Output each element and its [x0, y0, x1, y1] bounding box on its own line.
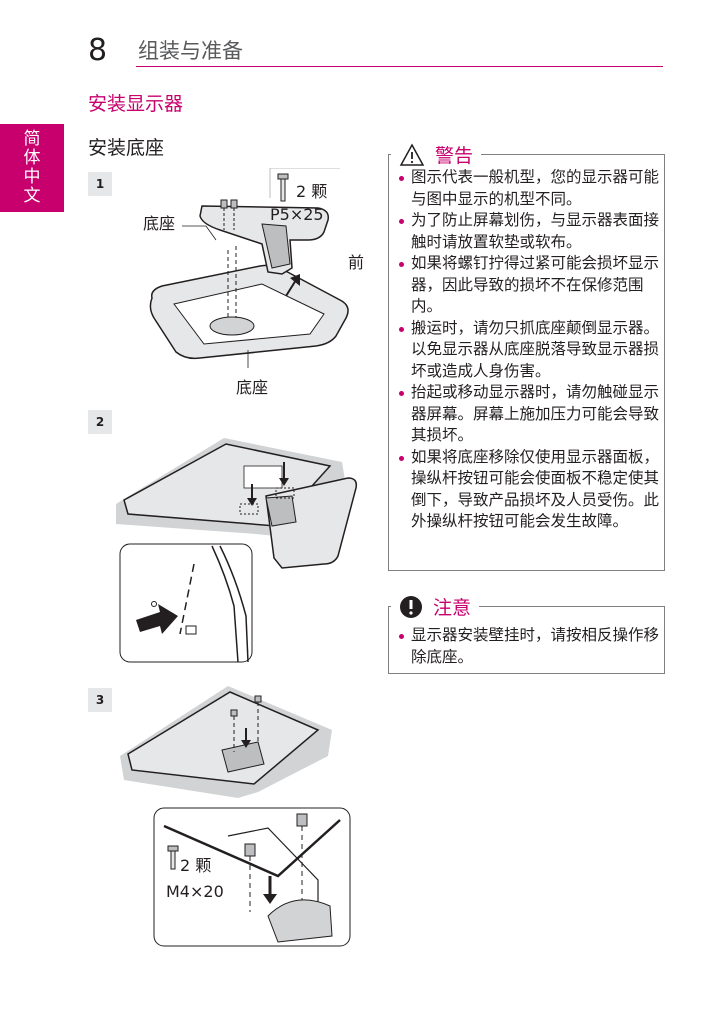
screw-size-label: P5×25 — [270, 205, 324, 224]
chapter-title: 组装与准备 — [138, 39, 243, 63]
caution-header: 注意 — [391, 593, 480, 620]
caution-item: 显示器安装壁挂时，请按相反操作移除底座。 — [397, 625, 659, 668]
warning-header: 警告 — [391, 141, 482, 168]
warning-item: 搬运时，请勿只抓底座颠倒显示器。以免显示器从底座脱落导致显示器损坏或造成人身伤害… — [397, 318, 659, 383]
step-2-illustration — [116, 426, 366, 666]
screw-count-label: 2 颗 — [296, 182, 328, 201]
step-3-badge: 3 — [88, 688, 112, 712]
screw-size-label-3: M4×20 — [166, 882, 224, 901]
page-number: 8 — [88, 33, 108, 68]
header-rule — [136, 66, 663, 67]
warning-triangle-icon — [399, 142, 425, 166]
language-tab-label: 简体中文 — [23, 129, 41, 206]
exclamation-circle-icon — [400, 595, 422, 618]
screw-fix-drawing — [120, 686, 351, 947]
warning-item: 抬起或移动显示器时，请勿触碰显示器屏幕。屏幕上施加压力可能会导致其损坏。 — [397, 382, 659, 447]
warning-item: 如果将底座移除仅使用显示器面板，操纵杆按钮可能会使面板不稳定使其倒下，导致产品损… — [397, 447, 659, 533]
warning-item: 图示代表一般机型，您的显示器可能与图中显示的机型不同。 — [397, 167, 659, 210]
caution-list: 显示器安装壁挂时，请按相反操作移除底座。 — [397, 625, 659, 668]
monitor-attach-drawing — [116, 438, 358, 663]
front-label: 前 — [348, 253, 365, 272]
stand-assembly-drawing — [149, 167, 349, 368]
caution-title: 注意 — [433, 597, 472, 619]
screw-count-label-3: 2 颗 — [180, 856, 212, 875]
caution-box: 注意 显示器安装壁挂时，请按相反操作移除底座。 — [388, 593, 665, 674]
warning-list: 图示代表一般机型，您的显示器可能与图中显示的机型不同。 为了防止屏幕划伤，与显示… — [397, 167, 659, 533]
step-1-illustration — [140, 167, 360, 398]
step-3-illustration — [118, 680, 358, 950]
section-title: 安装显示器 — [88, 93, 184, 115]
stand-base-label: 底座 — [236, 378, 269, 397]
warning-item: 如果将螺钉拧得过紧可能会损坏显示器，因此导致的损坏不在保修范围内。 — [397, 253, 659, 318]
warning-box: 警告 图示代表一般机型，您的显示器可能与图中显示的机型不同。 为了防止屏幕划伤，… — [388, 141, 665, 571]
warning-title: 警告 — [435, 145, 474, 167]
step-2-badge: 2 — [88, 410, 112, 434]
step-1-badge: 1 — [88, 172, 112, 196]
warning-item: 为了防止屏幕划伤，与显示器表面接触时请放置软垫或软布。 — [397, 210, 659, 253]
subsection-title: 安装底座 — [88, 137, 165, 159]
language-tab: 简体中文 — [0, 124, 64, 212]
stand-body-label: 底座 — [143, 214, 176, 233]
